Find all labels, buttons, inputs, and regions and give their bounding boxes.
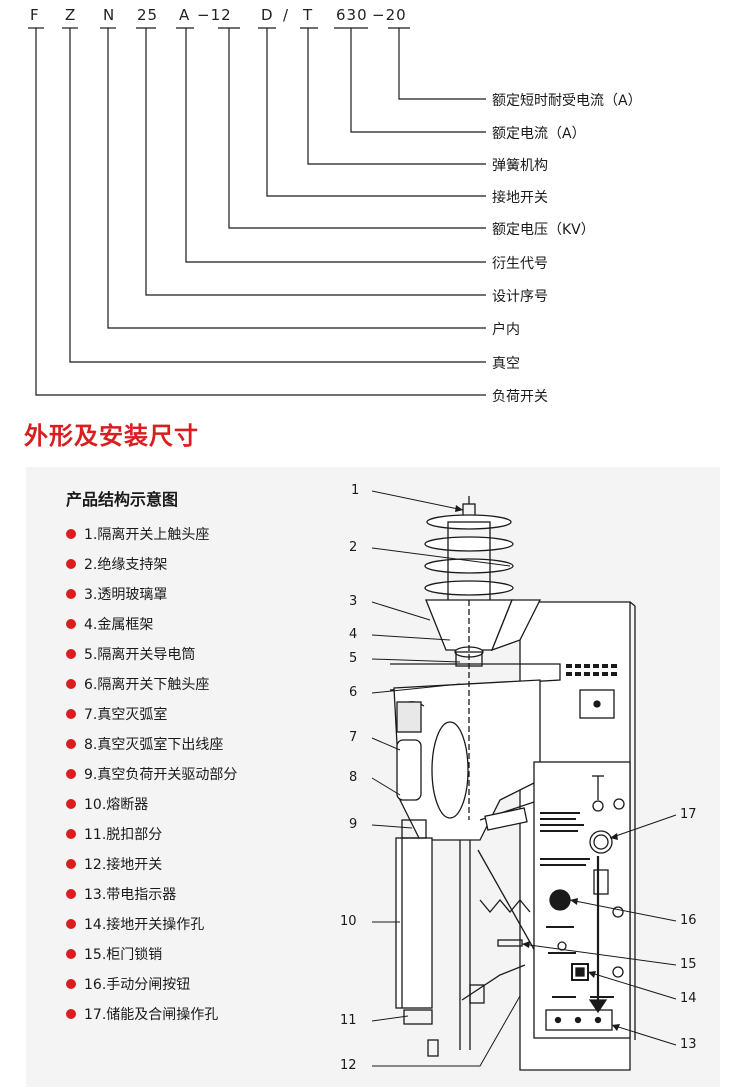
bullet-dot-icon: [66, 679, 76, 689]
legend-item: 3.透明玻璃罩: [66, 585, 167, 605]
bullet-dot-icon: [66, 619, 76, 629]
legend-item: 7.真空灭弧室: [66, 705, 167, 725]
callout-number: 7: [349, 730, 358, 745]
bullet-dot-icon: [66, 949, 76, 959]
callout-number: 6: [349, 685, 358, 700]
legend-item-label: 6.隔离开关下触头座: [84, 677, 210, 693]
legend-item-label: 10.熔断器: [84, 797, 149, 813]
bullet-dot-icon: [66, 919, 76, 929]
callout-number: 15: [680, 957, 697, 972]
code-segment: −20: [372, 6, 407, 24]
section-title: 外形及安装尺寸: [24, 422, 199, 450]
bullet-dot-icon: [66, 589, 76, 599]
bullet-dot-icon: [66, 1009, 76, 1019]
callout-number: 10: [340, 914, 357, 929]
code-segment: D: [261, 6, 274, 24]
code-segment: 25: [137, 6, 159, 24]
code-segment: T: [303, 6, 314, 24]
legend-item: 1.隔离开关上触头座: [66, 525, 209, 545]
callout-number: 1: [351, 483, 360, 498]
bullet-dot-icon: [66, 739, 76, 749]
legend-item: 11.脱扣部分: [66, 825, 162, 845]
desc-rated-current: 额定电流（A）: [492, 126, 586, 142]
legend-item-label: 7.真空灭弧室: [84, 707, 168, 723]
callout-number: 8: [349, 770, 358, 785]
callout-number: 5: [349, 651, 358, 666]
legend-item: 10.熔断器: [66, 795, 148, 815]
callout-number: 12: [340, 1058, 357, 1073]
legend-item-label: 11.脱扣部分: [84, 827, 163, 843]
bullet-dot-icon: [66, 829, 76, 839]
callout-number: 17: [680, 807, 697, 822]
legend-item-label: 4.金属框架: [84, 617, 154, 633]
bullet-dot-icon: [66, 799, 76, 809]
callout-number: 11: [340, 1013, 357, 1028]
bullet-dot-icon: [66, 859, 76, 869]
legend-item-label: 12.接地开关: [84, 857, 163, 873]
legend-item: 9.真空负荷开关驱动部分: [66, 765, 237, 785]
callout-number: 3: [349, 594, 358, 609]
callout-number: 16: [680, 913, 697, 928]
code-segment: 630: [336, 6, 368, 24]
legend-item-label: 8.真空灭弧室下出线座: [84, 737, 224, 753]
code-segment: N: [103, 6, 116, 24]
bullet-dot-icon: [66, 649, 76, 659]
desc-spring-mechanism: 弹簧机构: [492, 158, 548, 174]
desc-earthing-switch: 接地开关: [492, 190, 548, 206]
model-code: F Z N 25 A −12 D / T 630 −20: [0, 6, 420, 26]
desc-rated-voltage: 额定电压（KV）: [492, 222, 595, 238]
desc-derivative-code: 衍生代号: [492, 256, 548, 272]
bullet-dot-icon: [66, 709, 76, 719]
bullet-dot-icon: [66, 529, 76, 539]
legend-item: 8.真空灭弧室下出线座: [66, 735, 223, 755]
legend-item: 12.接地开关: [66, 855, 162, 875]
desc-load-switch: 负荷开关: [492, 389, 548, 405]
bullet-dot-icon: [66, 769, 76, 779]
legend-item: 17.储能及合闸操作孔: [66, 1005, 218, 1025]
code-segment: /: [283, 6, 290, 24]
legend-item: 14.接地开关操作孔: [66, 915, 204, 935]
legend-item-label: 1.隔离开关上触头座: [84, 527, 210, 543]
legend-item-label: 13.带电指示器: [84, 887, 177, 903]
legend-item-label: 3.透明玻璃罩: [84, 587, 168, 603]
legend-item-label: 5.隔离开关导电筒: [84, 647, 196, 663]
desc-rated-short-time-current: 额定短时耐受电流（A）: [492, 93, 642, 109]
legend-title: 产品结构示意图: [66, 490, 179, 509]
desc-vacuum: 真空: [492, 356, 520, 372]
callout-number: 4: [349, 627, 358, 642]
legend-item: 5.隔离开关导电筒: [66, 645, 195, 665]
legend-item-label: 15.柜门锁销: [84, 947, 163, 963]
callout-number: 2: [349, 540, 358, 555]
legend-item: 2.绝缘支持架: [66, 555, 167, 575]
code-segment: A: [179, 6, 191, 24]
bullet-dot-icon: [66, 559, 76, 569]
legend-item-label: 17.储能及合闸操作孔: [84, 1007, 219, 1023]
callout-number: 9: [349, 817, 358, 832]
legend-item: 4.金属框架: [66, 615, 153, 635]
legend-item-label: 9.真空负荷开关驱动部分: [84, 767, 238, 783]
code-segment: F: [30, 6, 40, 24]
legend-item-label: 2.绝缘支持架: [84, 557, 168, 573]
legend-item: 16.手动分闸按钮: [66, 975, 190, 995]
bullet-dot-icon: [66, 889, 76, 899]
desc-design-number: 设计序号: [492, 289, 548, 305]
callout-number: 14: [680, 991, 697, 1006]
legend-item-label: 14.接地开关操作孔: [84, 917, 205, 933]
bullet-dot-icon: [66, 979, 76, 989]
callout-number: 13: [680, 1037, 697, 1052]
code-segment: Z: [65, 6, 77, 24]
model-code-brackets: [28, 27, 486, 396]
legend-item: 6.隔离开关下触头座: [66, 675, 209, 695]
legend-item-label: 16.手动分闸按钮: [84, 977, 191, 993]
code-segment: −12: [197, 6, 232, 24]
desc-indoor: 户内: [492, 322, 520, 338]
legend-item: 13.带电指示器: [66, 885, 176, 905]
legend-item: 15.柜门锁销: [66, 945, 162, 965]
